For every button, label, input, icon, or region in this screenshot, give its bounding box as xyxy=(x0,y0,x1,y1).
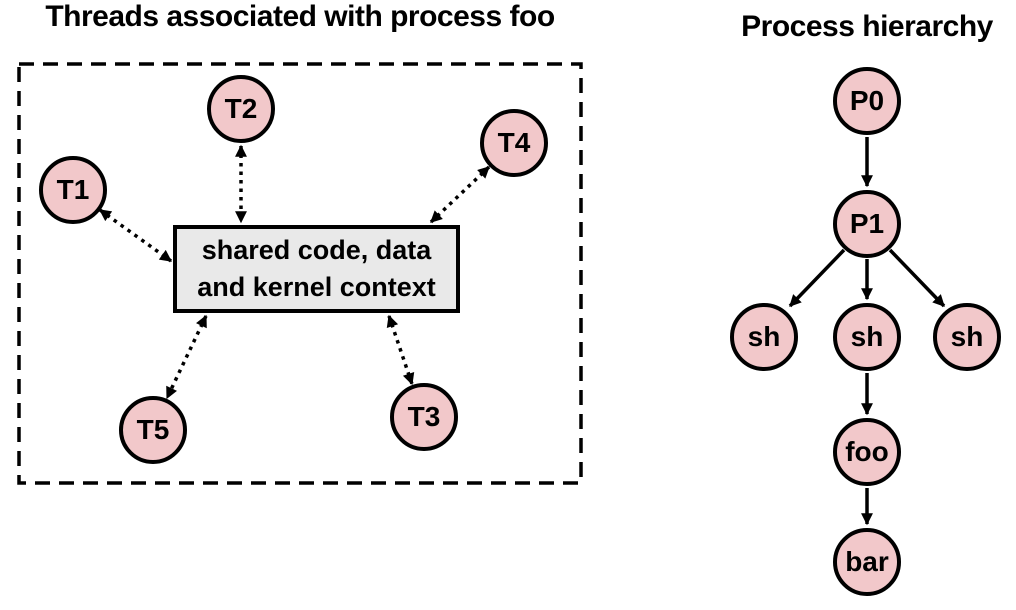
thread-node-t3: T3 xyxy=(390,383,458,451)
process-node-sh3: sh xyxy=(933,303,1001,371)
process-boundary-dashed-box xyxy=(17,62,583,485)
left-panel-title: Threads associated with process foo xyxy=(45,0,555,33)
thread-node-t1: T1 xyxy=(39,156,107,224)
process-node-sh1: sh xyxy=(730,303,798,371)
edge-p1-sh1 xyxy=(788,248,846,308)
process-node-sh2: sh xyxy=(833,303,901,371)
connector-t4-shared xyxy=(429,165,491,224)
thread-node-t5: T5 xyxy=(119,396,187,464)
process-node-bar: bar xyxy=(833,528,901,596)
connector-t3-shared xyxy=(386,314,415,386)
connector-t1-shared xyxy=(98,208,173,263)
thread-node-t2: T2 xyxy=(207,75,275,143)
right-panel-title: Process hierarchy xyxy=(741,10,993,43)
shared-context-box: shared code, data and kernel context xyxy=(173,225,460,313)
process-node-foo: foo xyxy=(833,418,901,486)
shared-box-line1: shared code, data xyxy=(201,235,432,265)
edge-p1-sh3 xyxy=(888,248,946,308)
process-node-p0: P0 xyxy=(833,67,901,135)
thread-node-t4: T4 xyxy=(480,109,548,177)
shared-box-line2: and kernel context xyxy=(197,272,436,302)
connector-t5-shared xyxy=(165,314,208,400)
process-node-p1: P1 xyxy=(833,190,901,258)
